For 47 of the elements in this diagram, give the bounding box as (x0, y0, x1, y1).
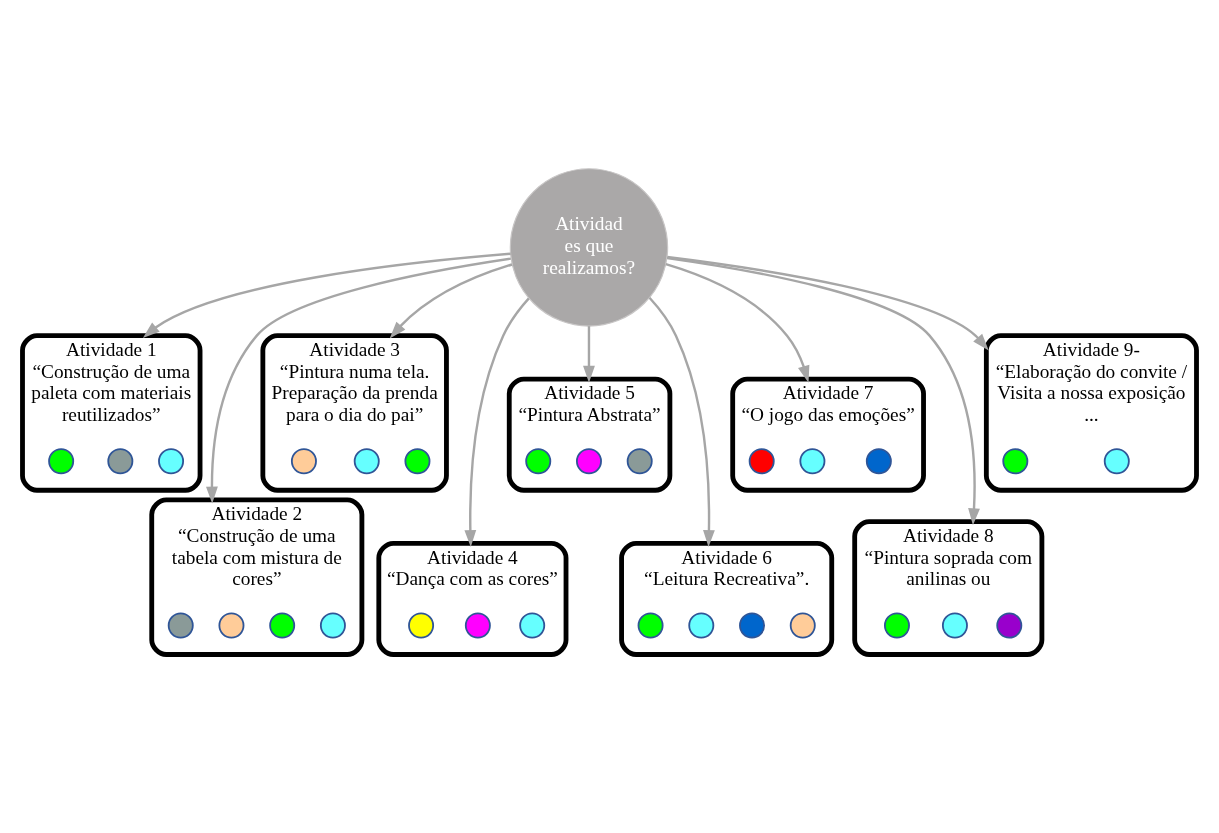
arrow (389, 263, 513, 339)
node-circle (865, 448, 892, 475)
cluster: Atividade 4 “Dança com as cores” (376, 540, 569, 657)
cluster: Atividade 1 “Construção de uma paleta com materiais reutilizados” (20, 333, 203, 493)
node-circle (519, 612, 546, 639)
node-circle (626, 448, 653, 475)
node-circle (941, 612, 968, 639)
node-circle (883, 612, 910, 639)
cluster: Atividade 9- “Elaboração do convite / Visita a nossa exposição ... (983, 333, 1199, 493)
node-circle (464, 612, 491, 639)
cluster: Atividade 7 “O jogo das emoções” (730, 376, 926, 493)
cluster: Atividade 3 “Pintura numa tela. Preparação da prenda para o dia do pai” (260, 333, 449, 493)
node-circle (167, 612, 194, 639)
cluster: Atividade 8 “Pintura soprada com anilinas ou (852, 519, 1045, 657)
node-circle (158, 448, 185, 475)
arrow (583, 326, 595, 383)
node-circle: Atividad es que realizamos? (509, 168, 669, 327)
node-circle (739, 612, 765, 639)
arrow (666, 256, 980, 526)
node-circle (1103, 448, 1130, 475)
arrow (667, 255, 989, 351)
node-circle (688, 612, 715, 639)
node-circle (637, 612, 664, 639)
node-circle (748, 448, 775, 475)
arrow (464, 297, 530, 548)
node-circle (576, 448, 602, 475)
cluster: Atividade 2 “Construção de uma tabela com mistura de cores” (149, 497, 365, 657)
node-circle (525, 448, 552, 475)
arrow (648, 296, 715, 548)
node-circle (290, 448, 317, 475)
node-circle (1002, 448, 1029, 475)
node-circle (789, 612, 816, 639)
node-circle (319, 612, 346, 639)
node-circle (218, 612, 245, 639)
node-circle (353, 448, 380, 475)
arrow (665, 263, 810, 383)
node-circle (404, 448, 431, 475)
node-circle (996, 612, 1023, 639)
arrow (142, 252, 511, 338)
cluster: Atividade 5 “Pintura Abstrata” (506, 376, 673, 493)
cluster: Atividade 6 “Leitura Recreativa”. (619, 540, 835, 657)
node-circle (408, 612, 435, 639)
node-circle (107, 448, 134, 475)
node-circle (269, 612, 296, 639)
node-circle (799, 448, 826, 475)
arrow (206, 257, 511, 504)
node-circle (48, 448, 75, 475)
